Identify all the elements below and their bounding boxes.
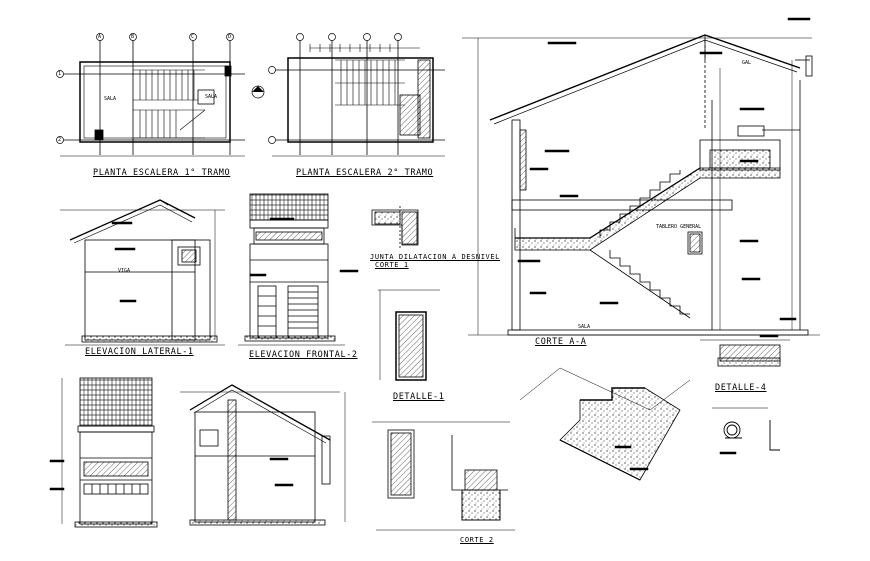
junta-dilatacion-title: JUNTA DILATACION A DESNIVEL — [370, 253, 500, 261]
viga-label: VIGA — [118, 268, 131, 274]
corte-aa-drawing — [462, 34, 820, 336]
axis-1-label: 1 — [58, 71, 62, 77]
planta-1-north-arrow — [251, 85, 265, 99]
corte-1-title: CORTE 1 — [375, 261, 409, 269]
planta-escalera-1-title: PLANTA ESCALERA 1° TRAMO — [93, 168, 231, 178]
axis-d-label: D — [228, 34, 232, 40]
axis-a-label: A — [98, 34, 102, 40]
planta-escalera-1-drawing — [60, 38, 245, 157]
sala-label-2: SALA — [205, 94, 218, 100]
elevacion-frontal-drawing — [238, 193, 345, 346]
annotation-leaders — [49, 17, 811, 491]
planta-2-axis-bubbles — [268, 33, 402, 144]
corte-2-title: CORTE 2 — [460, 536, 494, 544]
detalle-1-title: DETALLE-1 — [393, 392, 445, 402]
corte-aa-title: CORTE A-A — [535, 337, 587, 347]
elevacion-posterior-drawing — [61, 377, 158, 528]
detalle-4-title: DETALLE-4 — [715, 383, 767, 393]
detalle-1-drawing — [378, 289, 440, 381]
sala-label-3: SALA — [578, 324, 591, 330]
sala-label-1: SALA — [104, 96, 117, 102]
planta-escalera-2-title: PLANTA ESCALERA 2° TRAMO — [296, 168, 434, 178]
junta-dilatacion-drawing — [371, 206, 419, 250]
detalle-escalon-drawing — [519, 367, 691, 481]
elevacion-lateral-title: ELEVACION LATERAL-1 — [85, 347, 194, 357]
elevacion-lateral-drawing — [60, 199, 225, 346]
corte-2-drawing — [372, 421, 515, 531]
detalle-4-drawing — [700, 339, 790, 367]
axis-b-label: B — [131, 34, 135, 40]
corte-transversal-drawing — [180, 384, 346, 526]
planta-escalera-2-drawing — [272, 38, 445, 157]
detalle-gancho-drawing — [712, 407, 780, 451]
tablero-label: TABLERO GENERAL — [656, 224, 702, 230]
axis-2-label: 2 — [58, 137, 62, 143]
planta-1-axis-bubbles — [56, 33, 234, 144]
elevacion-frontal-title: ELEVACION FRONTAL-2 — [249, 350, 358, 360]
gal-label: GAL — [742, 60, 752, 66]
axis-c-label: C — [191, 34, 195, 40]
